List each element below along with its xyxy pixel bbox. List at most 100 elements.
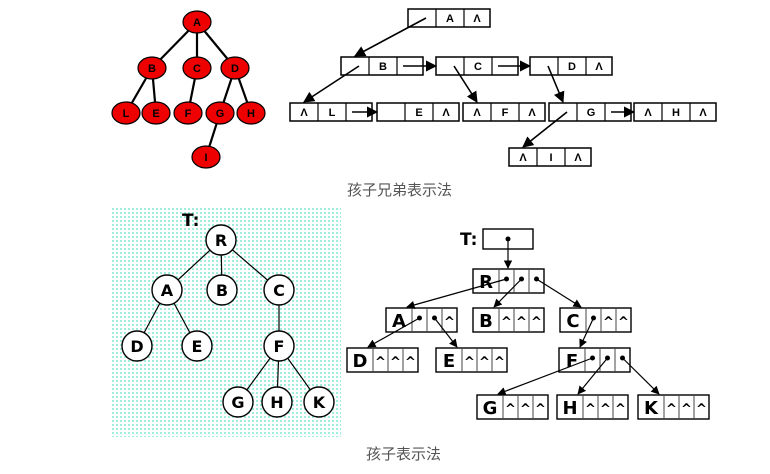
node-label: C — [193, 63, 201, 75]
null-pointer: ^ — [696, 402, 707, 417]
tree-node-D: D — [220, 56, 250, 80]
node-label: B — [479, 311, 493, 332]
node-label: B — [216, 281, 228, 300]
node-label: A — [193, 17, 201, 29]
node-label: C — [566, 311, 579, 332]
null-pointer: ^ — [390, 355, 401, 370]
null-pointer: ^ — [585, 402, 596, 417]
node-label: G — [483, 398, 498, 419]
node-label: G — [231, 393, 244, 412]
null-pointer: ^ — [501, 315, 512, 330]
node-label: I — [204, 152, 207, 164]
node-label: F — [566, 351, 578, 372]
null-pointer: ^ — [615, 402, 626, 417]
null-pointer: ^ — [516, 315, 527, 330]
tree-node-G: G — [222, 386, 254, 418]
null-pointer: ^ — [444, 315, 455, 330]
node-label: D — [353, 351, 368, 372]
null-pointer: Λ — [574, 152, 582, 164]
null-pointer: ^ — [603, 315, 614, 330]
node-label: B — [379, 61, 387, 73]
null-pointer: ^ — [479, 355, 490, 370]
tree-node-L: L — [111, 101, 141, 125]
null-pointer: Λ — [644, 107, 652, 119]
tree-node-F: F — [263, 330, 295, 362]
node-label: K — [313, 393, 326, 412]
node-label: E — [415, 107, 422, 119]
tree-node-B: B — [137, 56, 167, 80]
null-pointer: ^ — [464, 355, 475, 370]
null-pointer: ^ — [531, 315, 542, 330]
node-label: R — [479, 272, 493, 293]
cl-node-F: F — [558, 347, 631, 373]
node-label: H — [270, 393, 283, 412]
child-pointer-F-K — [622, 357, 660, 395]
child-pointer-B-L — [303, 65, 360, 103]
node-label: E — [152, 108, 159, 120]
node-label: G — [587, 107, 596, 119]
node-label: H — [562, 398, 577, 419]
node-label: R — [215, 231, 227, 250]
child-pointer-R-C — [536, 278, 582, 308]
tree-node-A: A — [182, 10, 212, 34]
cl-node-C: C ^ ^ — [559, 307, 632, 333]
null-pointer: Λ — [442, 107, 450, 119]
tree-node-G: G — [205, 101, 235, 125]
null-pointer: ^ — [681, 402, 692, 417]
child-pointer-F-H — [577, 357, 608, 395]
node-label: I — [549, 152, 552, 164]
tree-node-C: C — [263, 274, 295, 306]
node-label: F — [502, 107, 509, 119]
node-label: E — [192, 337, 203, 356]
cl-node-K: K^^^ — [637, 394, 710, 420]
null-pointer: ^ — [520, 402, 531, 417]
node-label: A — [392, 311, 406, 332]
null-pointer: ^ — [405, 355, 416, 370]
node-label: H — [672, 107, 680, 119]
tree-node-C: C — [182, 56, 212, 80]
cl-node-A: A^ — [385, 307, 458, 333]
list-root-label: T: — [460, 230, 477, 250]
tree-node-K: K — [303, 386, 335, 418]
child-pointer-C-F — [453, 65, 478, 103]
node-label: G — [216, 108, 225, 120]
tree-node-D: D — [121, 330, 153, 362]
caption-child-sibling: 孩子兄弟表示法 — [347, 181, 453, 199]
cl-node-B: B ^ ^ ^ — [472, 307, 545, 333]
child-pointer-F-G — [497, 357, 593, 396]
tree-node-I: I — [191, 145, 221, 169]
tree-node-E: E — [141, 101, 171, 125]
node-label: L — [123, 108, 130, 120]
cl-node-H: H ^ ^ ^ — [556, 394, 629, 420]
null-pointer: ^ — [600, 402, 611, 417]
node-label: L — [329, 107, 336, 119]
null-pointer: ^ — [375, 355, 386, 370]
tree-node-R: R — [205, 224, 237, 256]
node-label: D — [568, 61, 576, 73]
tree-node-H: H — [261, 386, 293, 418]
child-pointer-R-A — [406, 278, 507, 309]
null-pointer: ^ — [618, 315, 629, 330]
tree-root-label: T: — [182, 211, 199, 231]
null-pointer: Λ — [595, 61, 603, 73]
node-label: F — [185, 108, 192, 120]
tree-node-E: E — [181, 330, 213, 362]
null-pointer: ^ — [505, 402, 516, 417]
node-label: A — [161, 281, 174, 300]
null-pointer: Λ — [473, 107, 481, 119]
null-pointer: Λ — [519, 152, 527, 164]
child-pointer-G-I — [522, 111, 568, 148]
child-list-diagram: T:RA^B^^^C^^D^^^E^^^FG^^^H^^^K^^^ — [346, 228, 710, 420]
node-label: E — [443, 351, 455, 372]
node-label: F — [274, 337, 285, 356]
child-pointer-A-B — [354, 17, 427, 57]
node-label: D — [231, 63, 239, 75]
node-label: K — [644, 398, 659, 419]
